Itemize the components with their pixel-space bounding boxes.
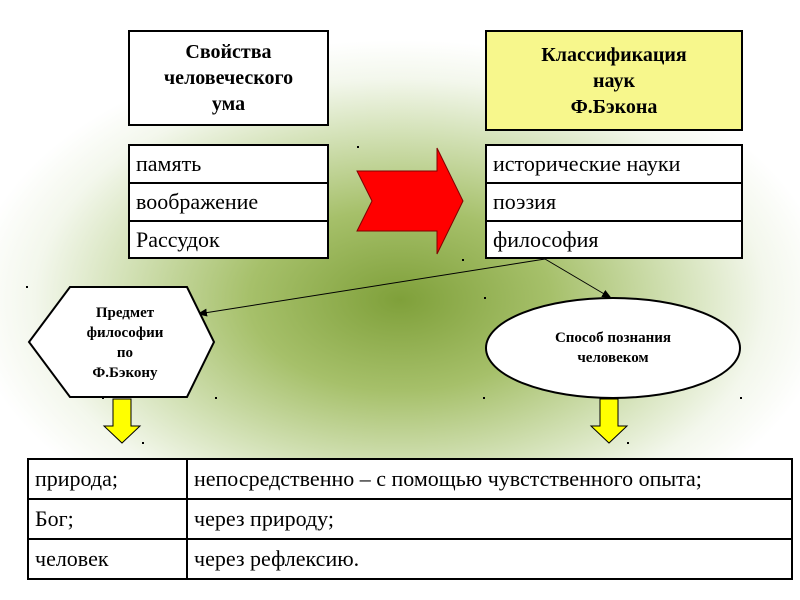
mind-property-imagination: воображение bbox=[128, 182, 329, 222]
mind-title-line-2: человеческого bbox=[163, 67, 294, 89]
science-label: поэзия bbox=[493, 189, 557, 214]
red-right-arrow bbox=[356, 147, 464, 255]
dot-decoration bbox=[215, 397, 217, 399]
subject-line-2: философии bbox=[86, 324, 164, 341]
dot-decoration bbox=[357, 146, 359, 148]
mind-property-reason: Рассудок bbox=[128, 220, 329, 259]
dot-decoration bbox=[26, 286, 28, 288]
sciences-title-line-2: наук bbox=[592, 69, 635, 92]
table-row: Бог; через природу; bbox=[27, 498, 793, 540]
table-cell-method: через рефлексию. bbox=[186, 538, 793, 580]
science-poetry: поэзия bbox=[485, 182, 743, 222]
method-line-2: человеком bbox=[577, 350, 649, 366]
dot-decoration bbox=[483, 397, 485, 399]
mind-property-label: воображение bbox=[136, 189, 259, 214]
science-philosophy: философия bbox=[485, 220, 743, 259]
dot-decoration bbox=[740, 397, 742, 399]
mind-property-label: Рассудок bbox=[136, 226, 220, 252]
sciences-title-line-3: Ф.Бэкона bbox=[570, 95, 658, 118]
dot-decoration bbox=[102, 397, 104, 399]
yellow-down-arrow-right bbox=[589, 398, 629, 444]
dot-decoration bbox=[627, 442, 629, 444]
mind-title-line-3: ума bbox=[211, 93, 246, 115]
table-row: человек через рефлексию. bbox=[27, 538, 793, 580]
mind-property-memory: память bbox=[128, 144, 329, 184]
sciences-classification-title-box: Классификация наук Ф.Бэкона bbox=[485, 30, 743, 131]
dot-decoration bbox=[462, 259, 464, 261]
mind-properties-title-box: Свойства человеческого ума bbox=[128, 30, 329, 126]
table-row: природа; непосредственно – с помощью чув… bbox=[27, 458, 793, 500]
table-cell-method: через природу; bbox=[186, 498, 793, 540]
subject-hexagon-text: Предмет философии по Ф.Бэкону bbox=[40, 290, 210, 395]
yellow-down-arrow-left bbox=[102, 398, 142, 444]
mind-property-label: память bbox=[136, 151, 202, 176]
dot-decoration bbox=[142, 442, 144, 444]
subject-hexagon bbox=[27, 286, 216, 398]
table-cell-subject: человек bbox=[27, 538, 188, 580]
sciences-title-line-1: Классификация bbox=[541, 43, 687, 66]
connector-to-method bbox=[544, 258, 612, 299]
mind-title-line-1: Свойства bbox=[185, 41, 272, 63]
subject-line-3: по bbox=[116, 344, 134, 361]
science-label: исторические науки bbox=[493, 151, 681, 176]
table-cell-method: непосредственно – с помощью чувстственно… bbox=[186, 458, 793, 500]
method-ellipse-text: Способ познания человеком bbox=[500, 318, 726, 378]
method-line-1: Способ познания bbox=[554, 330, 672, 346]
subject-line-1: Предмет bbox=[95, 304, 155, 321]
connector-to-subject bbox=[197, 258, 546, 317]
dot-decoration bbox=[484, 297, 486, 299]
subject-line-4: Ф.Бэкону bbox=[92, 364, 158, 381]
method-ellipse bbox=[485, 297, 741, 399]
table-cell-subject: Бог; bbox=[27, 498, 188, 540]
philosophy-subject-table: природа; непосредственно – с помощью чув… bbox=[27, 458, 793, 580]
table-cell-subject: природа; bbox=[27, 458, 188, 500]
science-label: философия bbox=[493, 226, 599, 252]
